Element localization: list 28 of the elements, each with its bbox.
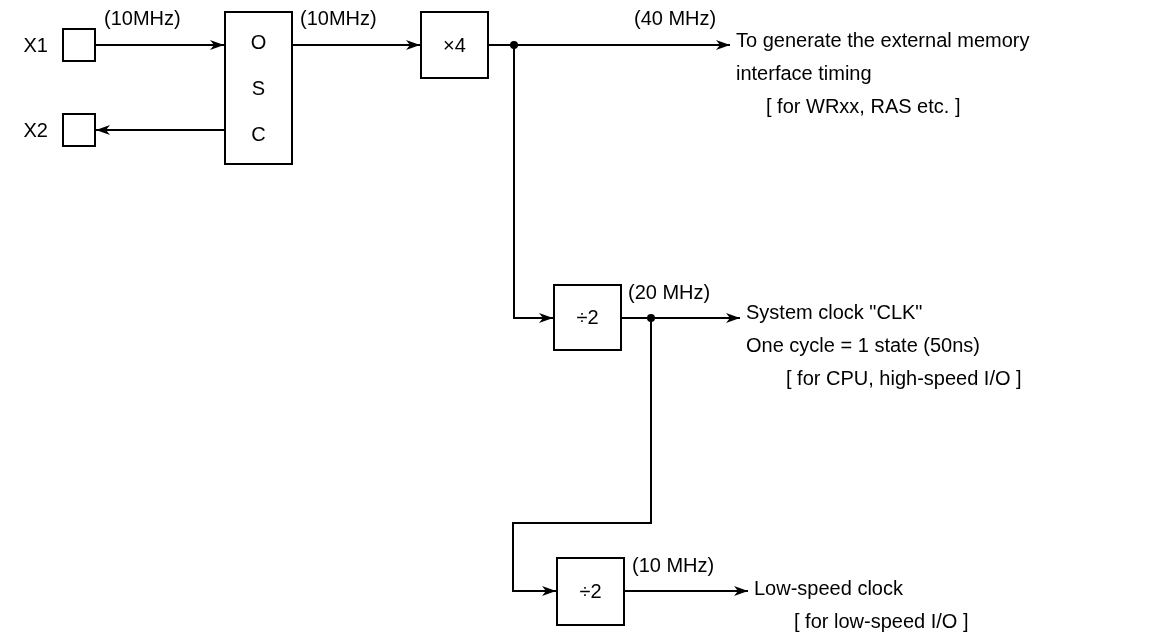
arrow (624, 586, 749, 596)
block-box (553, 284, 622, 351)
block-label: ÷2 (576, 305, 599, 330)
description-text: To generate the external memory interface timing (736, 28, 1031, 86)
block-box (224, 11, 293, 165)
block-box (420, 11, 489, 79)
arrow (95, 40, 225, 50)
edge-label: (40 MHz) (634, 7, 717, 29)
arrow (512, 317, 652, 596)
edge-label: (10 MHz) (632, 554, 715, 576)
description-text: [ for CPU, high-speed I/O ] (785, 366, 1023, 391)
block-label: O S C (249, 30, 268, 147)
description-text: [ for low-speed I/O ] (793, 609, 970, 634)
block-label: ×4 (443, 32, 466, 58)
edge-label: (10MHz) (104, 7, 181, 29)
edge-label: (20 MHz) (628, 281, 711, 303)
arrow (488, 44, 554, 323)
arrow (292, 40, 421, 50)
arrow (95, 125, 225, 135)
description-text: System clock "CLK" (746, 300, 924, 325)
pin-label: X2 (23, 118, 48, 142)
description-text: [ for WRxx, RAS etc. ] (765, 94, 962, 119)
block-box (556, 557, 625, 626)
block-label: ÷2 (579, 579, 602, 604)
edge-label: (10MHz) (300, 7, 377, 29)
pin-label: X1 (23, 33, 48, 57)
description-text: Low-speed clock (754, 576, 904, 601)
description-text: One cycle = 1 state (50ns) (746, 333, 981, 358)
